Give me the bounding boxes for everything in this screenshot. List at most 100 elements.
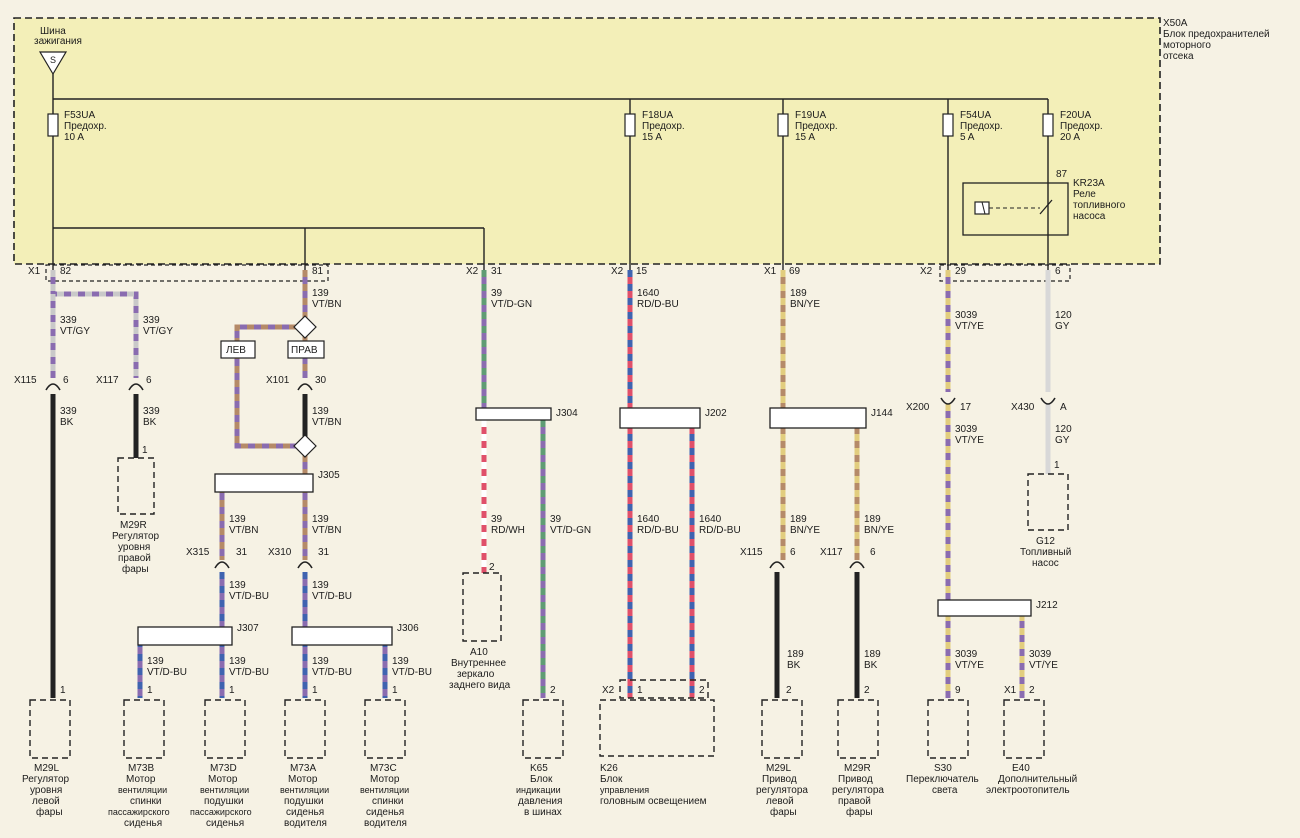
svg-text:31: 31	[236, 547, 248, 558]
component-m73d: M73D Мотор вентиляции подушки пассажирск…	[190, 763, 252, 829]
svg-text:уровня: уровня	[30, 785, 62, 796]
fuse-f54ua: F54UA Предохр. 5 A	[942, 110, 1003, 143]
svg-text:уровня: уровня	[118, 542, 150, 553]
svg-text:1: 1	[637, 685, 643, 696]
svg-text:2: 2	[489, 562, 495, 573]
svg-text:Предохр.: Предохр.	[1060, 121, 1103, 132]
tag-left: ЛЕВ	[220, 340, 256, 359]
box-pin-labels: X1 82 81 X2 31 X2 15 X1 69 X2 29 6	[28, 266, 1061, 277]
svg-text:X200: X200	[906, 402, 930, 413]
svg-text:15 A: 15 A	[795, 132, 815, 143]
svg-text:2: 2	[786, 685, 792, 696]
svg-text:339: 339	[60, 315, 77, 326]
svg-text:регулятора: регулятора	[832, 785, 884, 796]
svg-text:BK: BK	[864, 660, 878, 671]
svg-text:G12: G12	[1036, 536, 1055, 547]
svg-text:M73D: M73D	[210, 763, 237, 774]
svg-text:фары: фары	[122, 563, 149, 575]
svg-text:139: 139	[229, 656, 246, 667]
svg-text:Регулятор: Регулятор	[112, 531, 159, 542]
svg-text:фары: фары	[36, 806, 63, 818]
component-m29r-drive: M29R Привод регулятора правой фары	[832, 763, 884, 818]
svg-text:3039: 3039	[955, 310, 978, 321]
svg-text:RD/D-BU: RD/D-BU	[637, 299, 679, 310]
box-connector-strips	[45, 264, 1071, 282]
svg-text:15 A: 15 A	[642, 132, 662, 143]
component-a10: A10 Внутреннее зеркало заднего вида	[449, 647, 511, 691]
svg-text:2: 2	[550, 685, 556, 696]
svg-text:139: 139	[312, 656, 329, 667]
svg-text:Мотор: Мотор	[288, 774, 318, 785]
svg-text:X101: X101	[266, 375, 290, 386]
svg-text:339: 339	[143, 315, 160, 326]
svg-text:F19UA: F19UA	[795, 110, 826, 121]
svg-text:31: 31	[491, 266, 503, 277]
svg-text:189: 189	[864, 514, 881, 525]
svg-text:69: 69	[789, 266, 801, 277]
fuse-box-title-2: моторного	[1163, 40, 1211, 51]
svg-text:Мотор: Мотор	[126, 774, 156, 785]
svg-text:Дополнительный: Дополнительный	[998, 774, 1077, 785]
svg-text:X430: X430	[1011, 402, 1035, 413]
svg-text:S30: S30	[934, 763, 952, 774]
svg-text:GY: GY	[1055, 435, 1070, 446]
svg-text:39: 39	[550, 514, 562, 525]
svg-text:BK: BK	[60, 417, 74, 428]
svg-text:39: 39	[491, 514, 503, 525]
component-k65: K65 Блок индикации давления в шинах	[516, 763, 562, 818]
svg-text:189: 189	[864, 649, 881, 660]
svg-text:2: 2	[864, 685, 870, 696]
svg-text:M73A: M73A	[290, 763, 316, 774]
svg-text:водителя: водителя	[284, 818, 327, 829]
component-m73b: M73B Мотор вентиляции спинки пассажирско…	[108, 763, 170, 829]
svg-text:120: 120	[1055, 424, 1072, 435]
svg-text:X115: X115	[740, 547, 763, 558]
svg-text:VT/GY: VT/GY	[60, 326, 90, 337]
svg-text:189: 189	[790, 514, 807, 525]
svg-text:RD/WH: RD/WH	[491, 525, 525, 536]
svg-text:RD/D-BU: RD/D-BU	[699, 525, 741, 536]
svg-text:6: 6	[1055, 266, 1061, 277]
svg-text:30: 30	[315, 375, 327, 386]
fuse-box-id: X50A	[1163, 18, 1188, 29]
svg-text:Регулятор: Регулятор	[22, 774, 69, 785]
svg-text:20 A: 20 A	[1060, 132, 1080, 143]
ignition-bus-label-2: зажигания	[34, 36, 82, 47]
svg-text:Внутреннее: Внутреннее	[451, 658, 507, 669]
svg-text:1: 1	[392, 685, 398, 696]
svg-text:J144: J144	[871, 408, 893, 419]
component-boxes	[29, 457, 1069, 759]
svg-text:фары: фары	[846, 806, 873, 818]
svg-text:спинки: спинки	[372, 796, 403, 807]
svg-text:VT/D-BU: VT/D-BU	[392, 667, 432, 678]
fuse-f53ua: F53UA Предохр. 10 A	[47, 110, 107, 143]
svg-text:X1: X1	[28, 266, 41, 277]
splice-diamond-top	[293, 315, 317, 339]
svg-text:индикации: индикации	[516, 785, 561, 795]
svg-text:сиденья: сиденья	[124, 818, 162, 829]
svg-text:6: 6	[870, 547, 876, 558]
svg-text:в шинах: в шинах	[524, 807, 562, 818]
svg-text:189: 189	[790, 288, 807, 299]
svg-text:регулятора: регулятора	[756, 785, 808, 796]
ignition-bus-label-1: Шина	[40, 26, 66, 37]
svg-text:39: 39	[491, 288, 503, 299]
svg-text:1: 1	[1054, 460, 1060, 471]
svg-text:Мотор: Мотор	[370, 774, 400, 785]
svg-text:X115: X115	[14, 375, 37, 386]
svg-text:F20UA: F20UA	[1060, 110, 1091, 121]
svg-text:1640: 1640	[699, 514, 722, 525]
component-m29l-drive: M29L Привод регулятора левой фары	[756, 763, 808, 818]
svg-text:M29R: M29R	[844, 763, 871, 774]
svg-text:F54UA: F54UA	[960, 110, 991, 121]
svg-text:J202: J202	[705, 408, 727, 419]
svg-text:VT/D-GN: VT/D-GN	[550, 525, 591, 536]
svg-text:X117: X117	[820, 547, 843, 558]
svg-text:15: 15	[636, 266, 648, 277]
svg-text:139: 139	[312, 580, 329, 591]
svg-text:J306: J306	[397, 623, 419, 634]
svg-text:вентиляции: вентиляции	[200, 785, 249, 795]
component-k26: K26 Блок управления головным освещением	[600, 763, 707, 807]
svg-text:1: 1	[60, 685, 66, 696]
